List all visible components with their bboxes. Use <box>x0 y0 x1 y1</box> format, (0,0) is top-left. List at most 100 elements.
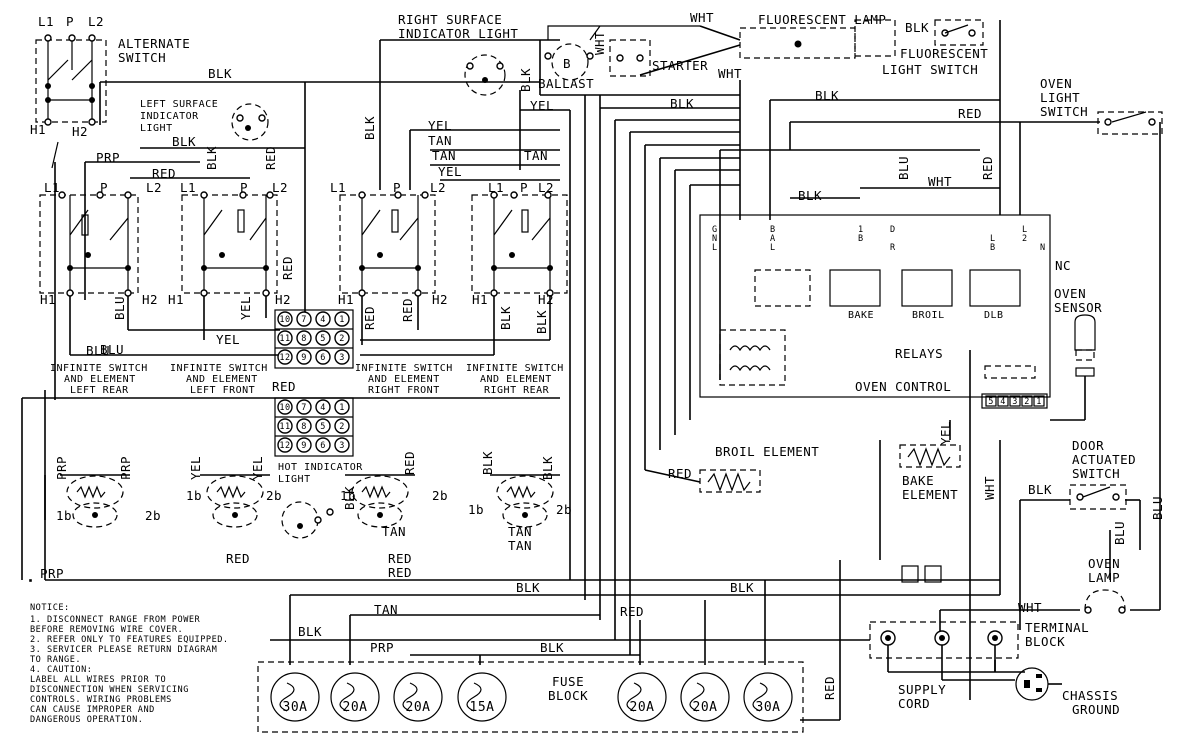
fuse-symbol <box>626 682 642 712</box>
starter-label: STARTER <box>652 58 708 73</box>
alt-l2: L2 <box>88 14 104 29</box>
wire-red: RED <box>362 306 377 330</box>
surface-elements <box>29 474 560 582</box>
relay-pin-label: G <box>712 225 718 235</box>
term-l2: L2 <box>430 180 446 195</box>
term-1b: 1b <box>56 508 72 523</box>
right-surface-indicator-light <box>464 54 506 96</box>
board-terminal-number: 8 <box>301 334 307 344</box>
relay-pin-label: L <box>990 234 996 244</box>
relay-pin-label: L <box>712 243 718 253</box>
notice-title: NOTICE: <box>30 603 70 613</box>
term-1b: 1b <box>186 488 202 503</box>
notice: NOTICE: 1. DISCONNECT RANGE FROM POWER B… <box>30 603 228 725</box>
relay-pin-label: L <box>770 243 776 253</box>
term-1b: 1b <box>340 488 356 503</box>
wire-blk: BLK <box>798 188 822 203</box>
bake-element <box>899 444 961 468</box>
wire-blu: BLU <box>896 156 911 180</box>
fuse-symbol <box>689 682 705 712</box>
wire-tan: TAN <box>524 148 548 163</box>
starter <box>609 39 651 77</box>
wire-red: RED <box>980 156 995 180</box>
ballast <box>544 25 741 81</box>
relay-pin-label: 1 <box>858 225 864 235</box>
relay-pin-label: B <box>770 225 776 235</box>
board-terminal-number: 6 <box>320 353 326 363</box>
wire-blk: BLK <box>362 116 377 140</box>
board-terminal-number: 7 <box>301 403 307 413</box>
caption-right-front-2: AND ELEMENT <box>368 374 440 385</box>
relay-pin-label: A <box>770 234 776 244</box>
element-terminal-labels: 1b 2b 1b 2b 1b 2b 1b 2b <box>56 488 572 523</box>
caption-right-front-3: RIGHT FRONT <box>368 385 440 396</box>
wire-wht: WHT <box>718 66 742 81</box>
caption-left-front-3: LEFT FRONT <box>190 385 255 396</box>
board-terminal <box>277 437 293 453</box>
wire-yel: YEL <box>530 98 554 113</box>
fuse-rating: 20A <box>630 700 655 715</box>
wire-prp: PRP <box>96 150 120 165</box>
relay-pin-label: B <box>858 234 864 244</box>
board-terminal <box>296 418 312 434</box>
board-terminal <box>277 311 293 327</box>
wire-yel: YEL <box>238 296 253 320</box>
board-terminal <box>296 349 312 365</box>
wire-yel: YEL <box>188 456 203 480</box>
fuse <box>270 672 320 722</box>
ground-terminal-a <box>901 565 919 583</box>
fuse-rating: 20A <box>693 700 718 715</box>
board-terminal <box>296 437 312 453</box>
fuse-symbol <box>752 682 768 712</box>
board-terminal <box>296 399 312 415</box>
wire-blk: BLK <box>298 624 322 639</box>
term-l2: L2 <box>538 180 554 195</box>
element-coil <box>496 475 554 509</box>
hot-indicator-light <box>281 501 334 539</box>
wire-red: RED <box>402 451 417 475</box>
left-indicator-label-3: LIGHT <box>140 123 173 134</box>
term-p: P <box>100 180 108 195</box>
ballast-label: BALLAST <box>538 76 594 91</box>
wire-blk: BLK <box>540 640 564 655</box>
board-terminal-number: 10 <box>279 403 290 413</box>
board-terminal <box>315 330 331 346</box>
fuse <box>743 672 793 722</box>
wire-color-labels: BLK BLK PRP RED YEL TAN TAN YEL YEL TAN … <box>40 10 1052 655</box>
right-indicator-label: RIGHT SURFACE <box>398 12 502 27</box>
supply-cord-label: SUPPLY <box>898 682 946 697</box>
board-terminal <box>296 311 312 327</box>
oven-light-switch <box>1097 111 1163 135</box>
term-h1: H1 <box>338 292 354 307</box>
wire-red: RED <box>152 166 176 181</box>
board-terminal-number: 7 <box>301 315 307 325</box>
wire-tan: TAN <box>382 524 406 539</box>
term-h1: H1 <box>40 292 56 307</box>
ballast-b: B <box>563 56 571 71</box>
caption-right-rear: INFINITE SWITCH <box>466 363 564 374</box>
term-h1: H1 <box>168 292 184 307</box>
alternate-switch-label: ALTERNATE <box>118 36 190 51</box>
notice-line: DISCONNECTION WHEN SERVICING <box>30 685 189 695</box>
relay-pin-label: R <box>890 243 896 253</box>
wire-red: RED <box>620 604 644 619</box>
door-switch-label: DOOR <box>1072 438 1104 453</box>
nc-label: NC <box>1055 258 1071 273</box>
element-terminal <box>92 512 98 518</box>
caption-right-front: INFINITE SWITCH <box>355 363 453 374</box>
wire-blk: BLK <box>815 88 839 103</box>
control-pin <box>1009 395 1021 407</box>
wire-blu: BLU <box>100 342 124 357</box>
oven-lamp-label: OVEN <box>1088 556 1120 571</box>
term-l2: L2 <box>146 180 162 195</box>
supply-cord-label-2: CORD <box>898 696 930 711</box>
wire-yel: YEL <box>216 332 240 347</box>
term-h2: H2 <box>275 292 291 307</box>
bake-element-label-2: ELEMENT <box>902 487 958 502</box>
infinite-switch-left-rear <box>39 191 139 297</box>
fuse <box>617 672 667 722</box>
wire-wht: WHT <box>592 31 607 55</box>
